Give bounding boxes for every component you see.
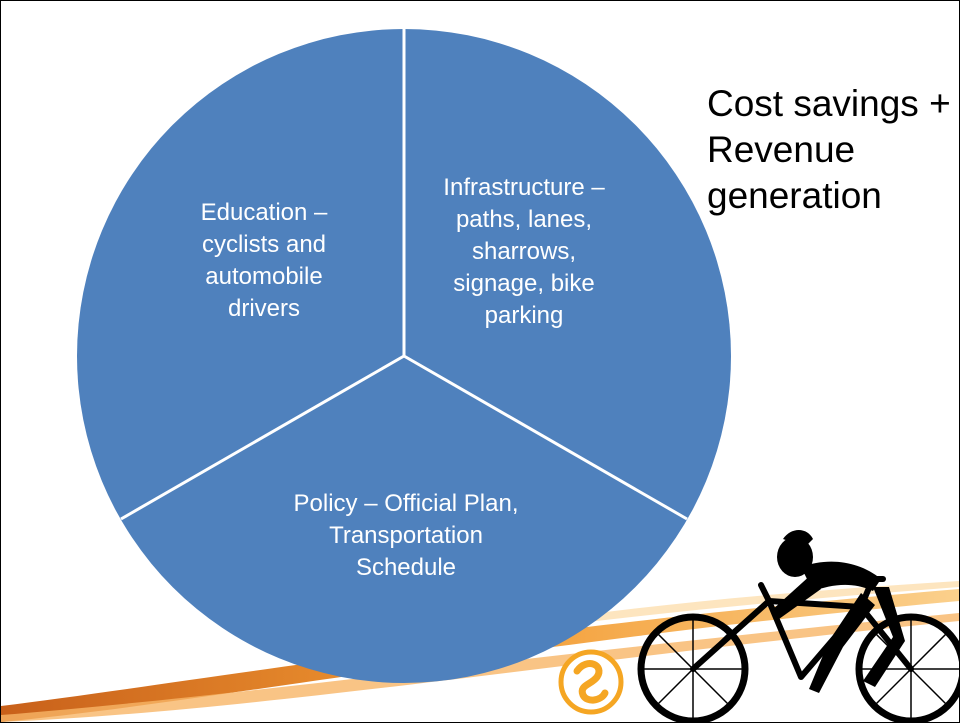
- cyclist-silhouette-icon: [637, 530, 959, 722]
- divider-left: [120, 354, 405, 521]
- side-note: Cost savings + Revenue generation: [707, 83, 951, 216]
- cycle-diagram: [77, 29, 731, 683]
- segment-label-policy: Policy – Official Plan, Transportation S…: [293, 490, 519, 581]
- segment-label-infrastructure: Infrastructure – paths, lanes, sharrows,…: [443, 174, 605, 329]
- segment-label-education: Education – cyclists and automobile driv…: [200, 199, 328, 322]
- divider-right: [403, 354, 688, 521]
- logo-icon: [558, 649, 624, 715]
